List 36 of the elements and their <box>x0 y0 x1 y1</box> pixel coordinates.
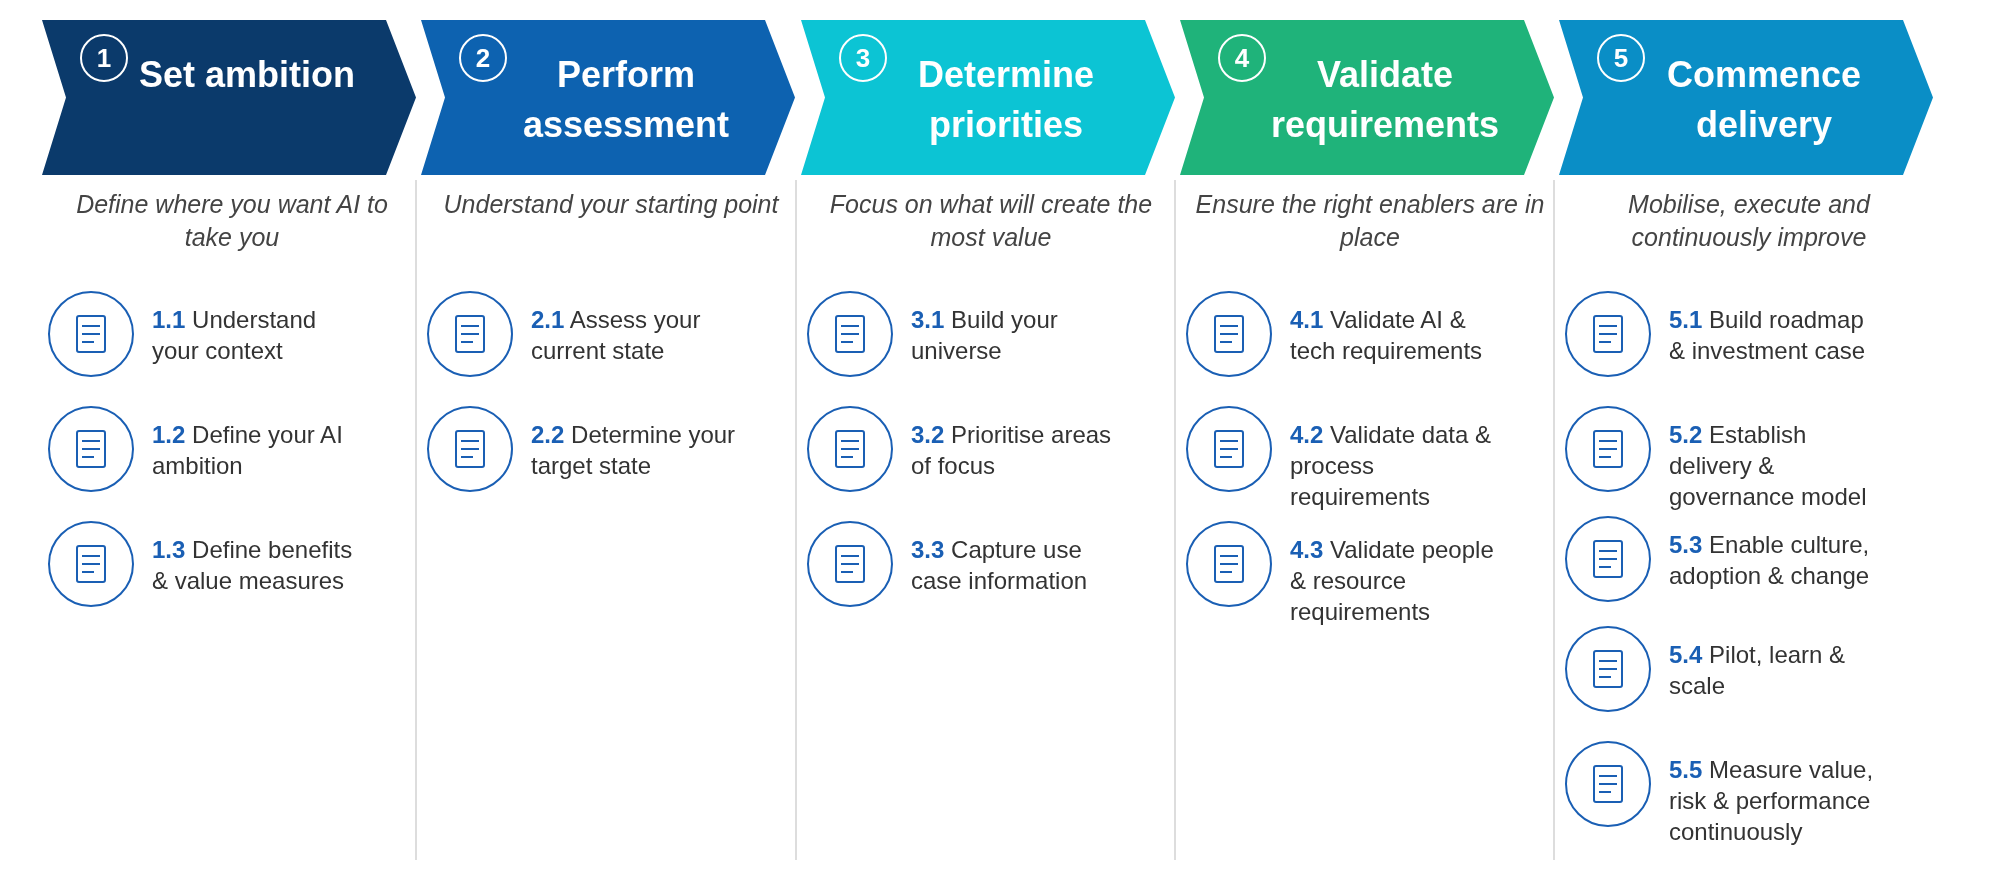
step-item-text: 2.2 Determine your target state <box>531 420 737 481</box>
step-item-text: 1.2 Define your AI ambition <box>152 420 344 481</box>
chevron-step <box>42 20 416 175</box>
step-title: Set ambition <box>138 53 356 97</box>
step-description: Define where you want AI to take you <box>75 189 389 253</box>
step-item-text: 3.3 Capture use case information <box>911 535 1089 596</box>
step-item-text: 5.1 Build roadmap & investment case <box>1669 305 1867 366</box>
step-number-circle: 3 <box>839 34 887 82</box>
step-description: Understand your starting point <box>442 189 781 220</box>
chevron-step <box>801 20 1175 175</box>
step-description: Focus on what will create the most value <box>828 189 1154 253</box>
step-item-text: 1.3 Define benefits & value measures <box>152 535 354 596</box>
step-number-circle: 5 <box>1597 34 1645 82</box>
step-number-circle: 4 <box>1218 34 1266 82</box>
step-item-text: 4.1 Validate AI & tech requirements <box>1290 305 1484 366</box>
step-item-text: 5.4 Pilot, learn & scale <box>1669 640 1847 701</box>
step-title: Validate requirements <box>1270 53 1500 147</box>
step-item-text: 4.2 Validate data & process requirements <box>1290 420 1493 512</box>
step-item-text: 3.2 Prioritise areas of focus <box>911 420 1113 481</box>
chevron-step <box>421 20 795 175</box>
step-title: Determine priorities <box>916 53 1096 147</box>
step-description: Ensure the right enablers are in place <box>1195 189 1545 253</box>
step-number-circle: 1 <box>80 34 128 82</box>
step-item-text: 5.5 Measure value, risk & performance continuously <box>1669 755 1875 847</box>
step-item-text: 5.2 Establish delivery & governance model <box>1669 420 1868 512</box>
step-item-text: 3.1 Build your universe <box>911 305 1059 366</box>
step-description: Mobilise, execute and continuously improve <box>1627 189 1872 253</box>
step-item-text: 4.3 Validate people & resource requirements <box>1290 535 1495 627</box>
step-title: Perform assessment <box>521 53 731 147</box>
chevron-step <box>1559 20 1933 175</box>
step-item-text: 1.1 Understand your context <box>152 305 318 366</box>
step-title: Commence delivery <box>1665 53 1863 147</box>
chevron-step <box>1180 20 1554 175</box>
step-item-text: 2.1 Assess your current state <box>531 305 702 366</box>
step-item-text: 5.3 Enable culture, adoption & change <box>1669 530 1871 591</box>
step-number-circle: 2 <box>459 34 507 82</box>
